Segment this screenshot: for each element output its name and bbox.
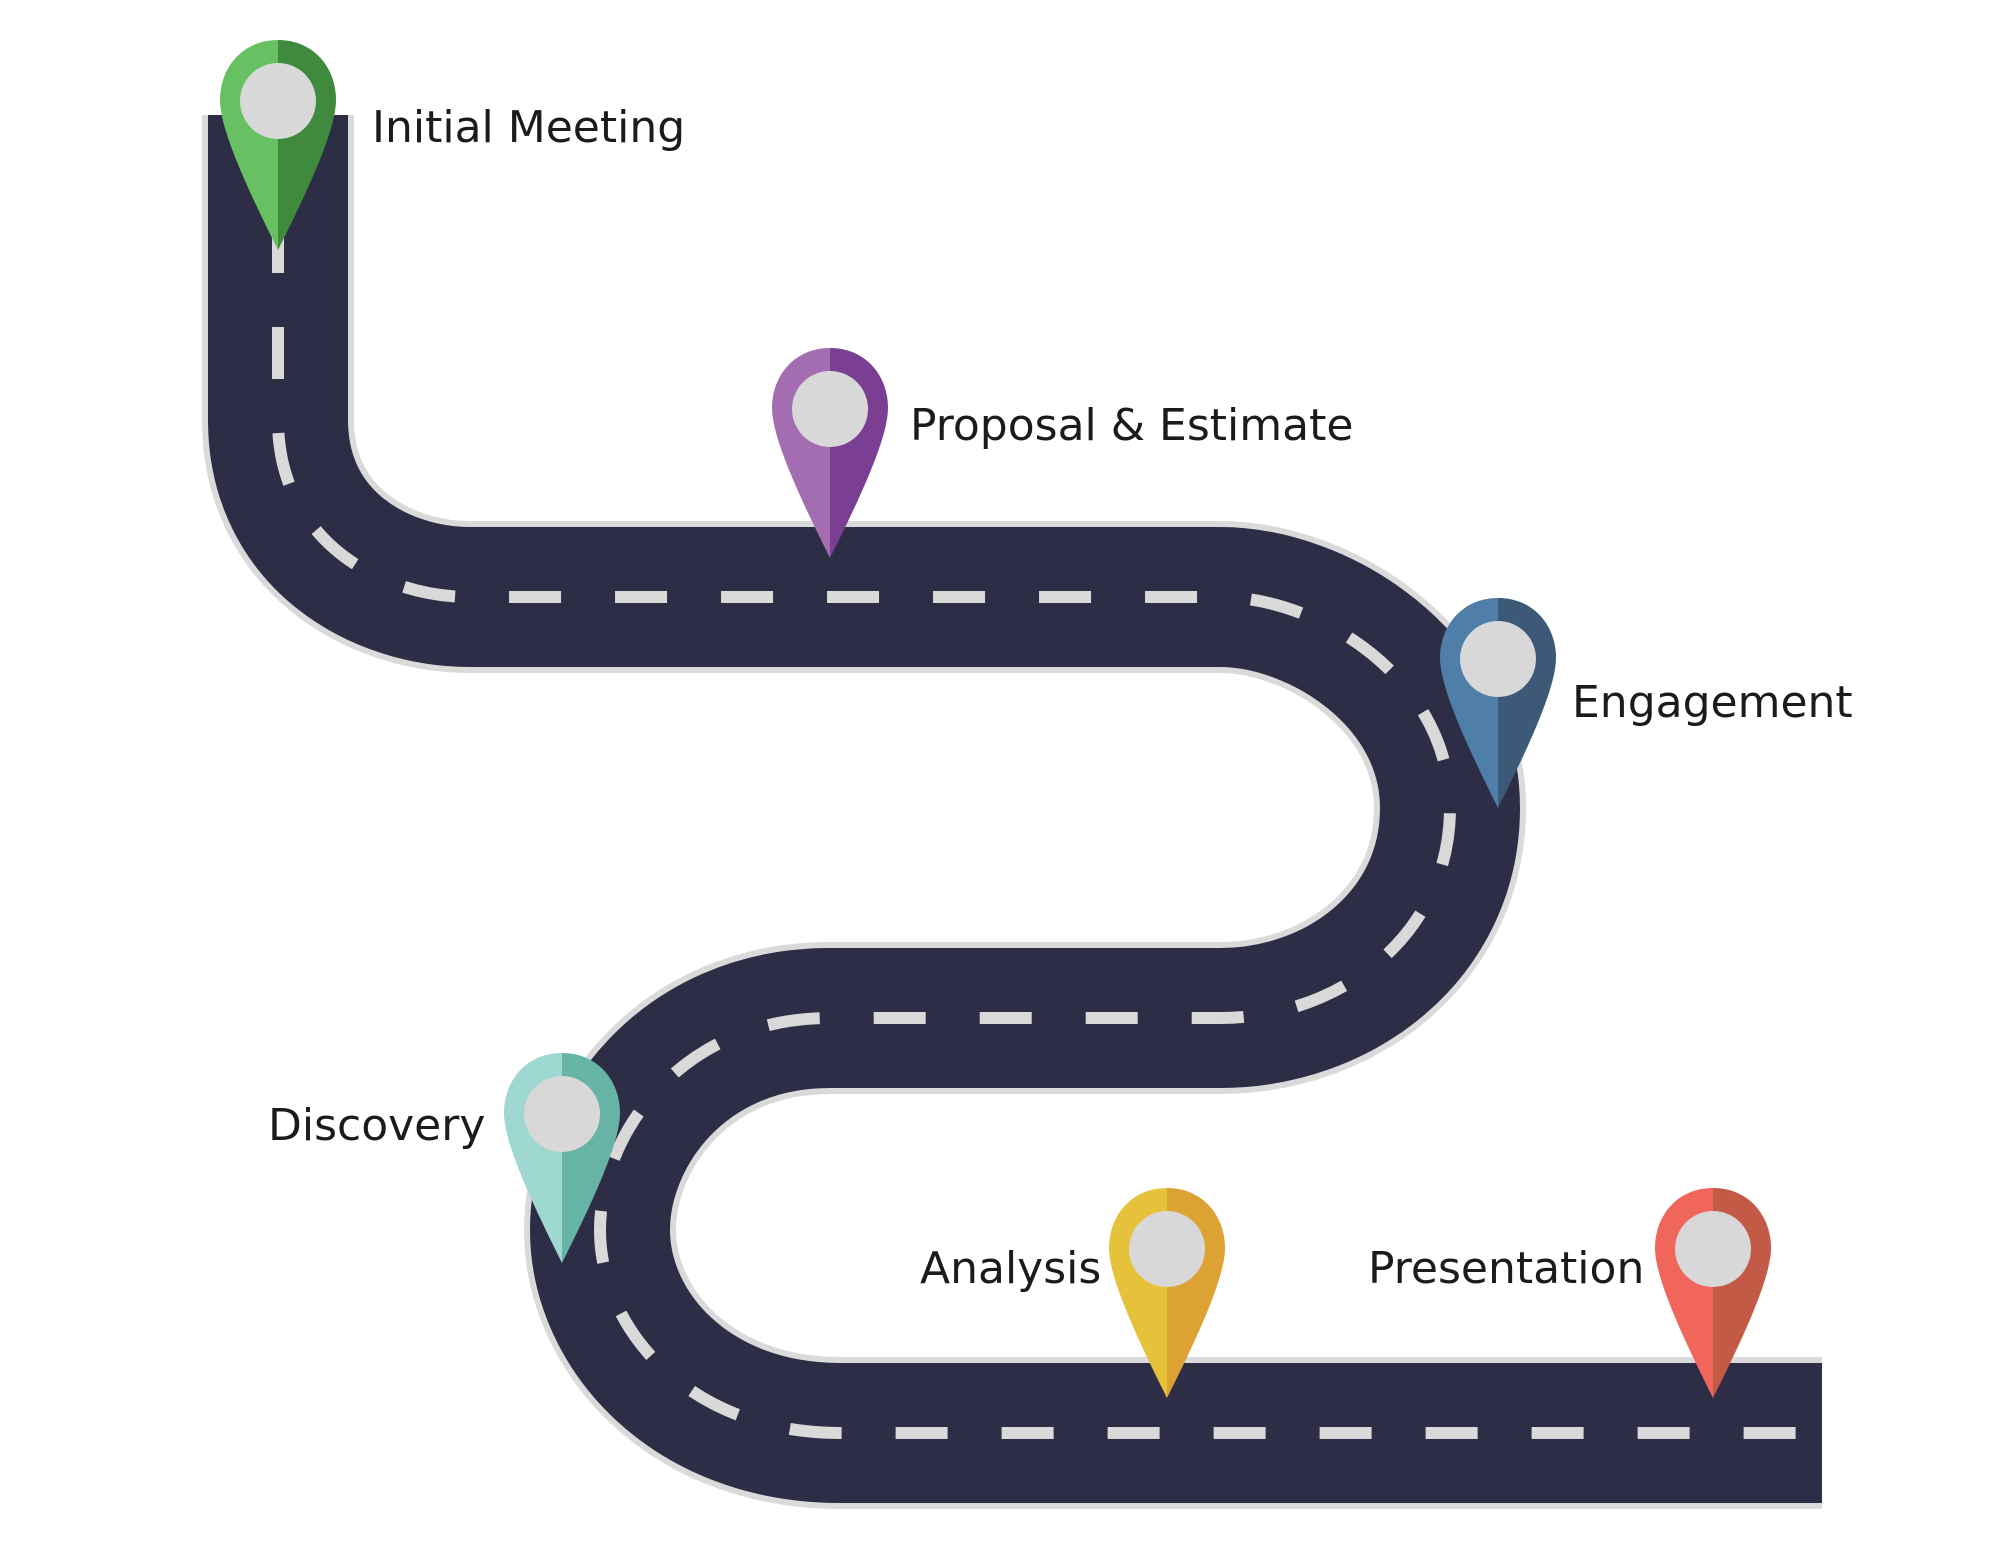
map-pin-icon [220,40,336,250]
map-pin-icon [1655,1188,1771,1398]
stage-label-discovery: Discovery [268,1100,486,1151]
map-pin-icon [1109,1188,1225,1398]
road-edge [202,115,1822,1509]
stage-label-proposal-estimate: Proposal & Estimate [910,400,1354,451]
map-pin-icon [772,348,888,558]
stage-label-presentation: Presentation [1368,1243,1645,1294]
stage-label-analysis: Analysis [920,1243,1102,1294]
map-pin-icon [504,1053,620,1263]
stage-label-engagement: Engagement [1572,677,1853,728]
road-body [208,115,1822,1503]
map-pin-icon [1440,598,1556,808]
stage-label-initial-meeting: Initial Meeting [372,102,686,153]
road [202,115,1822,1509]
lane-markings [272,115,1822,1439]
